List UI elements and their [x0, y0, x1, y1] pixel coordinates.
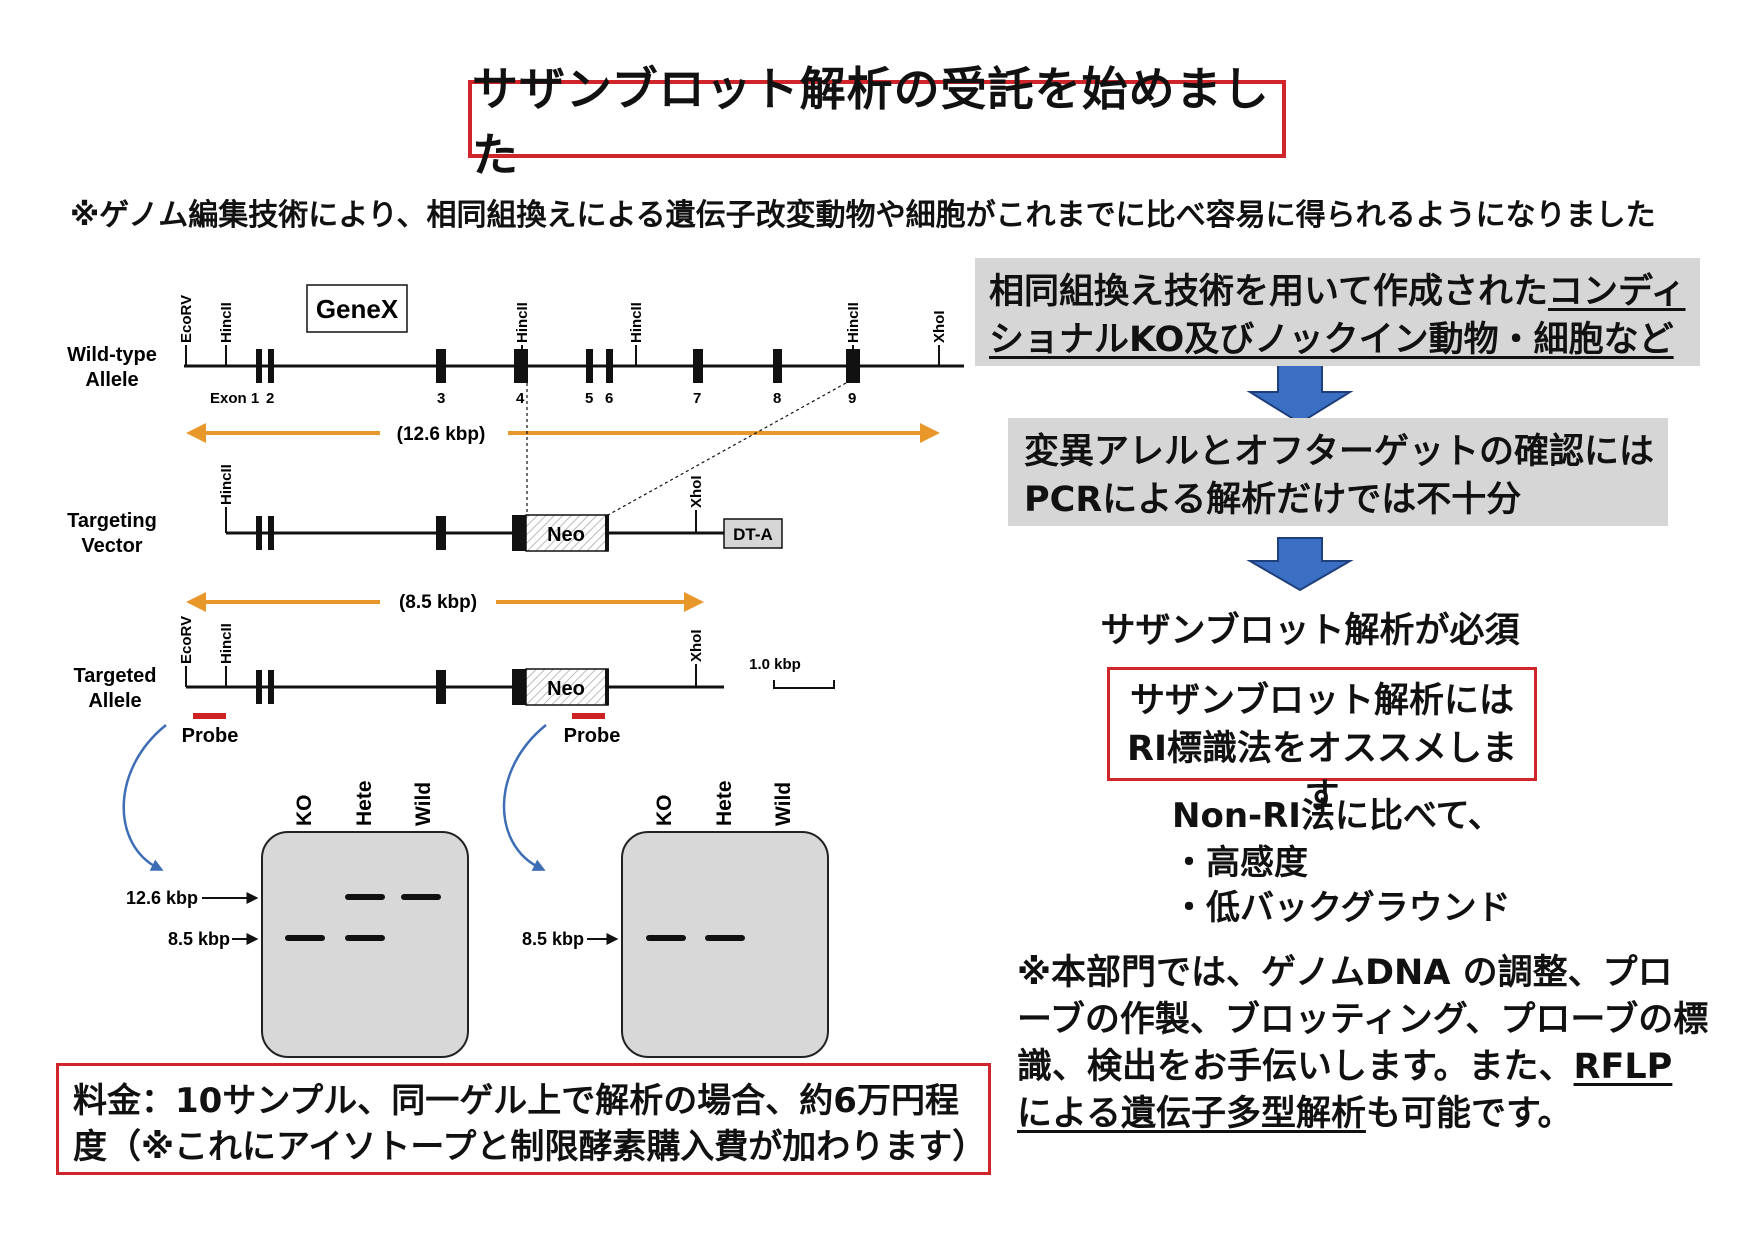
exon-label-3: 3: [437, 390, 445, 407]
intro-note: ※ゲノム編集技術により、相同組換えによる遺伝子改変動物や細胞がこれまでに比べ容易…: [70, 198, 1656, 233]
neo-label-vector: Neo: [547, 524, 585, 546]
flow-box-1-text-underlined: コンディ: [1547, 272, 1686, 312]
scale-bar: [773, 680, 835, 689]
blot1-band-wild-large: [401, 894, 441, 900]
blot-panel-2: [621, 831, 829, 1058]
exon-label-8: 8: [773, 390, 781, 407]
site-ecorv-targeted: EcoRV: [178, 616, 195, 664]
exon-label-7: 7: [693, 390, 701, 407]
flow-box-1-text-plain: 相同組換え技術を用いて作成された: [989, 272, 1548, 312]
blot2-lane-hete: Hete: [713, 780, 736, 826]
page-title-text: サザンブロット解析の受託を始めました: [472, 62, 1270, 182]
site-xhoi-vector: XhoI: [688, 476, 705, 509]
site-hincii-wt-1: HincII: [218, 302, 235, 343]
row-label-vector-1: Targeting: [67, 510, 157, 532]
exon-6: [606, 349, 613, 383]
flow-arrow-1: [1246, 363, 1354, 425]
dta-label: DT-A: [733, 525, 773, 544]
flow-box-2-line2: PCRによる解析だけでは不十分: [1024, 480, 1522, 520]
gene-label: GeneX: [316, 294, 399, 324]
probe-arrow-left: [122, 724, 167, 871]
blot2-band-ko-small: [646, 935, 686, 941]
flow-box-1: 相同組換え技術を用いて作成されたコンディ ショナルKO及びノックイン動物・細胞な…: [975, 258, 1700, 366]
service-line3-underlined: RFLP: [1573, 1047, 1673, 1087]
exon-prefix-label: Exon 1: [210, 390, 259, 407]
exon-label-9: 9: [848, 390, 856, 407]
blot1-band-ko-small: [285, 935, 325, 941]
recombination-line-right: [607, 382, 847, 516]
probe-label-left: Probe: [182, 725, 239, 747]
flow-arrow-2: [1246, 537, 1354, 592]
probe-right: [572, 713, 605, 719]
blot2-marker-small: 8.5 kbp: [522, 929, 584, 949]
genex-box: [306, 284, 408, 333]
comparison-text: Non-RI法に比べて、: [1172, 796, 1502, 836]
exon-label-4: 4: [516, 390, 525, 407]
size-label-large: (12.6 kbp): [397, 424, 486, 445]
site-xhoi-wt: XhoI: [931, 311, 948, 344]
site-xhoi-targeted: XhoI: [688, 630, 705, 663]
exon-label-5: 5: [585, 390, 593, 407]
site-hincii-wt-2: HincII: [514, 302, 531, 343]
exon-1: [256, 349, 262, 383]
neo-cassette-targeted: [525, 668, 609, 706]
conclusion-text: サザンブロット解析が必須: [1100, 611, 1520, 651]
benefit-background: ・低バックグラウンド: [1172, 888, 1511, 928]
recommendation-line2: RI標識法をオススメします: [1127, 729, 1517, 817]
exon-2: [268, 349, 274, 383]
dta-cassette: [723, 518, 783, 549]
price-line1: 料金：10サンプル、同一ゲル上で解析の場合、約6万円程: [73, 1081, 959, 1121]
blot1-lane-ko: KO: [293, 795, 316, 827]
blot-panel-1: [261, 831, 469, 1058]
site-hincii-vector: HincII: [218, 464, 235, 505]
exon-3: [436, 349, 446, 383]
row-label-wildtype-2: Allele: [85, 369, 138, 391]
probe-arrow-right: [502, 724, 547, 871]
probe-label-right: Probe: [564, 725, 621, 747]
service-description: ※本部門では、ゲノムDNA の調整、プロ ーブの作製、ブロッティング、プローブの…: [1017, 950, 1717, 1138]
flow-box-2-line1: 変異アレルとオフターゲットの確認には: [1024, 432, 1655, 472]
flow-box-2: 変異アレルとオフターゲットの確認には PCRによる解析だけでは不十分: [1008, 418, 1668, 526]
blot2-lane-ko: KO: [653, 795, 676, 827]
probe-left: [193, 713, 226, 719]
exon-8: [773, 349, 782, 383]
service-line3-plain: 識、検出をお手伝いします。また、: [1017, 1047, 1574, 1087]
blot1-band-hete-small: [345, 935, 385, 941]
neo-label-targeted: Neo: [547, 678, 585, 700]
recommendation-box: サザンブロット解析には RI標識法をオススメします: [1107, 667, 1537, 817]
scale-label: 1.0 kbp: [749, 656, 801, 673]
row-label-wildtype-1: Wild-type: [67, 344, 157, 366]
neo-cassette-vector: [525, 514, 609, 552]
service-line1: ※本部門では、ゲノムDNA の調整、プロ: [1017, 953, 1673, 993]
benefit-sensitivity: ・高感度: [1172, 843, 1308, 883]
price-line2: 度（※これにアイソトープと制限酵素購入費が加わります）: [73, 1127, 987, 1167]
exon-7: [693, 349, 703, 383]
row-label-vector-2: Vector: [81, 535, 142, 557]
recommendation-line1: サザンブロット解析には: [1130, 681, 1514, 721]
exon-5: [586, 349, 593, 383]
service-line4-underlined: による遺伝子多型解析: [1017, 1094, 1366, 1134]
service-line4-plain: も可能です。: [1365, 1094, 1573, 1134]
size-label-small: (8.5 kbp): [399, 592, 477, 613]
page-title: サザンブロット解析の受託を始めました: [468, 62, 1286, 182]
flow-box-1-text-line2: ショナルKO及びノックイン動物・細胞など: [989, 320, 1674, 360]
blot1-lane-wild: Wild: [412, 782, 435, 826]
blot1-lane-hete: Hete: [353, 780, 376, 826]
blot1-marker-large: 12.6 kbp: [126, 888, 198, 908]
site-hincii-targeted: HincII: [218, 623, 235, 664]
site-hincii-wt-3: HincII: [628, 302, 645, 343]
exon-label-2: 2: [266, 390, 274, 407]
blot1-band-hete-large: [345, 894, 385, 900]
exon-label-6: 6: [605, 390, 613, 407]
row-label-targeted-2: Allele: [88, 690, 141, 712]
site-hincii-wt-4: HincII: [845, 302, 862, 343]
row-label-targeted-1: Targeted: [74, 665, 157, 687]
service-line2: ーブの作製、ブロッティング、プローブの標: [1017, 1000, 1709, 1040]
blot2-lane-wild: Wild: [772, 782, 795, 826]
blot2-band-hete-small: [705, 935, 745, 941]
site-ecorv-wt: EcoRV: [178, 295, 195, 343]
blot1-marker-small: 8.5 kbp: [168, 929, 230, 949]
price-box: 料金：10サンプル、同一ゲル上で解析の場合、約6万円程 度（※これにアイソトープ…: [56, 1063, 991, 1175]
